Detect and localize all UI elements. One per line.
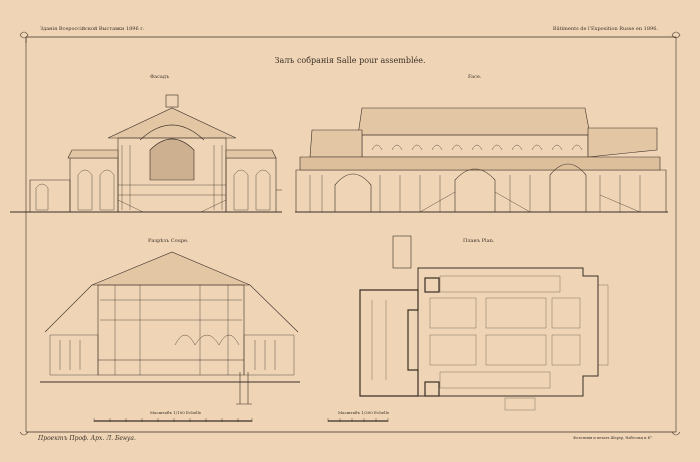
plate-title: Залъ собранія Salle pour assemblée. (274, 56, 426, 65)
section-scale-bar (93, 418, 253, 422)
plate-frame (19, 31, 681, 436)
side-label: Face. (468, 74, 482, 80)
section-drawing (40, 251, 300, 405)
section-scale-label: Масштабъ 1/100 Echelle (150, 410, 202, 415)
plan-scale-label: Масштабъ 1/300 Echelle (338, 410, 390, 415)
facade-elevation (10, 94, 282, 213)
facade-label: Фасадъ (150, 74, 170, 80)
footer-left: Проектъ Проф. Арх. Л. Бенуа. (38, 435, 136, 442)
floor-plan (359, 235, 609, 411)
section-label: Разрѣзъ Coupe. (148, 238, 189, 244)
footer-right: Фототипія и печать Шерер, Набгольц и К° (573, 436, 652, 440)
plan-scale-bar (327, 418, 389, 422)
plan-label: Планъ Plan. (463, 238, 495, 244)
header-left: Зданія Всероссійской Выставки 1896 г. (40, 26, 145, 32)
side-elevation (295, 107, 668, 213)
header-right: Bâtiments de l'Exposition Russe en 1896. (552, 26, 658, 32)
